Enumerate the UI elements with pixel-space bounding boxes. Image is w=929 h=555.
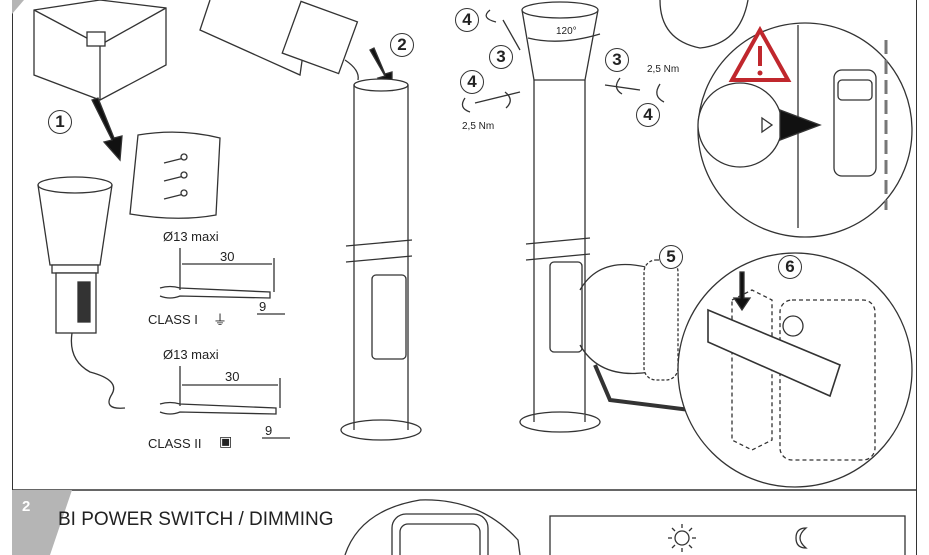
class1-diameter: Ø13 maxi <box>163 229 219 244</box>
class2-strip-short: 9 <box>265 423 273 438</box>
class1-strip-short: 9 <box>259 299 267 314</box>
section-number: 2 <box>22 498 31 515</box>
moon-icon <box>795 527 808 549</box>
sun-icon <box>668 524 696 552</box>
class2-diameter: Ø13 maxi <box>163 347 219 362</box>
double-insulation-icon: ▣ <box>219 433 233 449</box>
box-icon <box>33 0 167 101</box>
step-2-badge: 2 <box>390 33 414 57</box>
step-4-badge: 4 <box>455 8 479 32</box>
step-1-badge: 1 <box>48 110 72 134</box>
class2-strip-long: 30 <box>225 369 240 384</box>
earth-ground-icon: ⏚ <box>213 312 227 328</box>
step-4-badge: 4 <box>636 103 660 127</box>
class1-strip-long: 30 <box>220 249 235 264</box>
wire-strip-class2-diagram <box>159 366 290 439</box>
step-3-badge: 3 <box>489 45 513 69</box>
wire-strip-class1-diagram <box>159 248 285 315</box>
screw-bag-icon <box>129 131 221 219</box>
pole-left-icon <box>340 78 422 441</box>
step-3-badge: 3 <box>605 48 629 72</box>
lamp-head-icon <box>37 176 126 409</box>
zoom-detail-bottom <box>677 252 913 488</box>
tilted-lamp-icon <box>199 0 359 81</box>
pole-right-icon <box>519 1 691 433</box>
step-5-badge: 5 <box>659 245 683 269</box>
page-frame <box>12 0 917 555</box>
step-6-badge: 6 <box>778 255 802 279</box>
class1-label: CLASS I <box>148 312 198 327</box>
torque-label-right: 2,5 Nm <box>647 64 680 75</box>
class2-label: CLASS II <box>148 436 202 451</box>
torque-label-left: 2,5 Nm <box>462 121 495 132</box>
angle-label: 120° <box>556 26 577 37</box>
section-title: BI POWER SWITCH / DIMMING <box>58 509 334 530</box>
step-4-badge: 4 <box>460 70 484 94</box>
